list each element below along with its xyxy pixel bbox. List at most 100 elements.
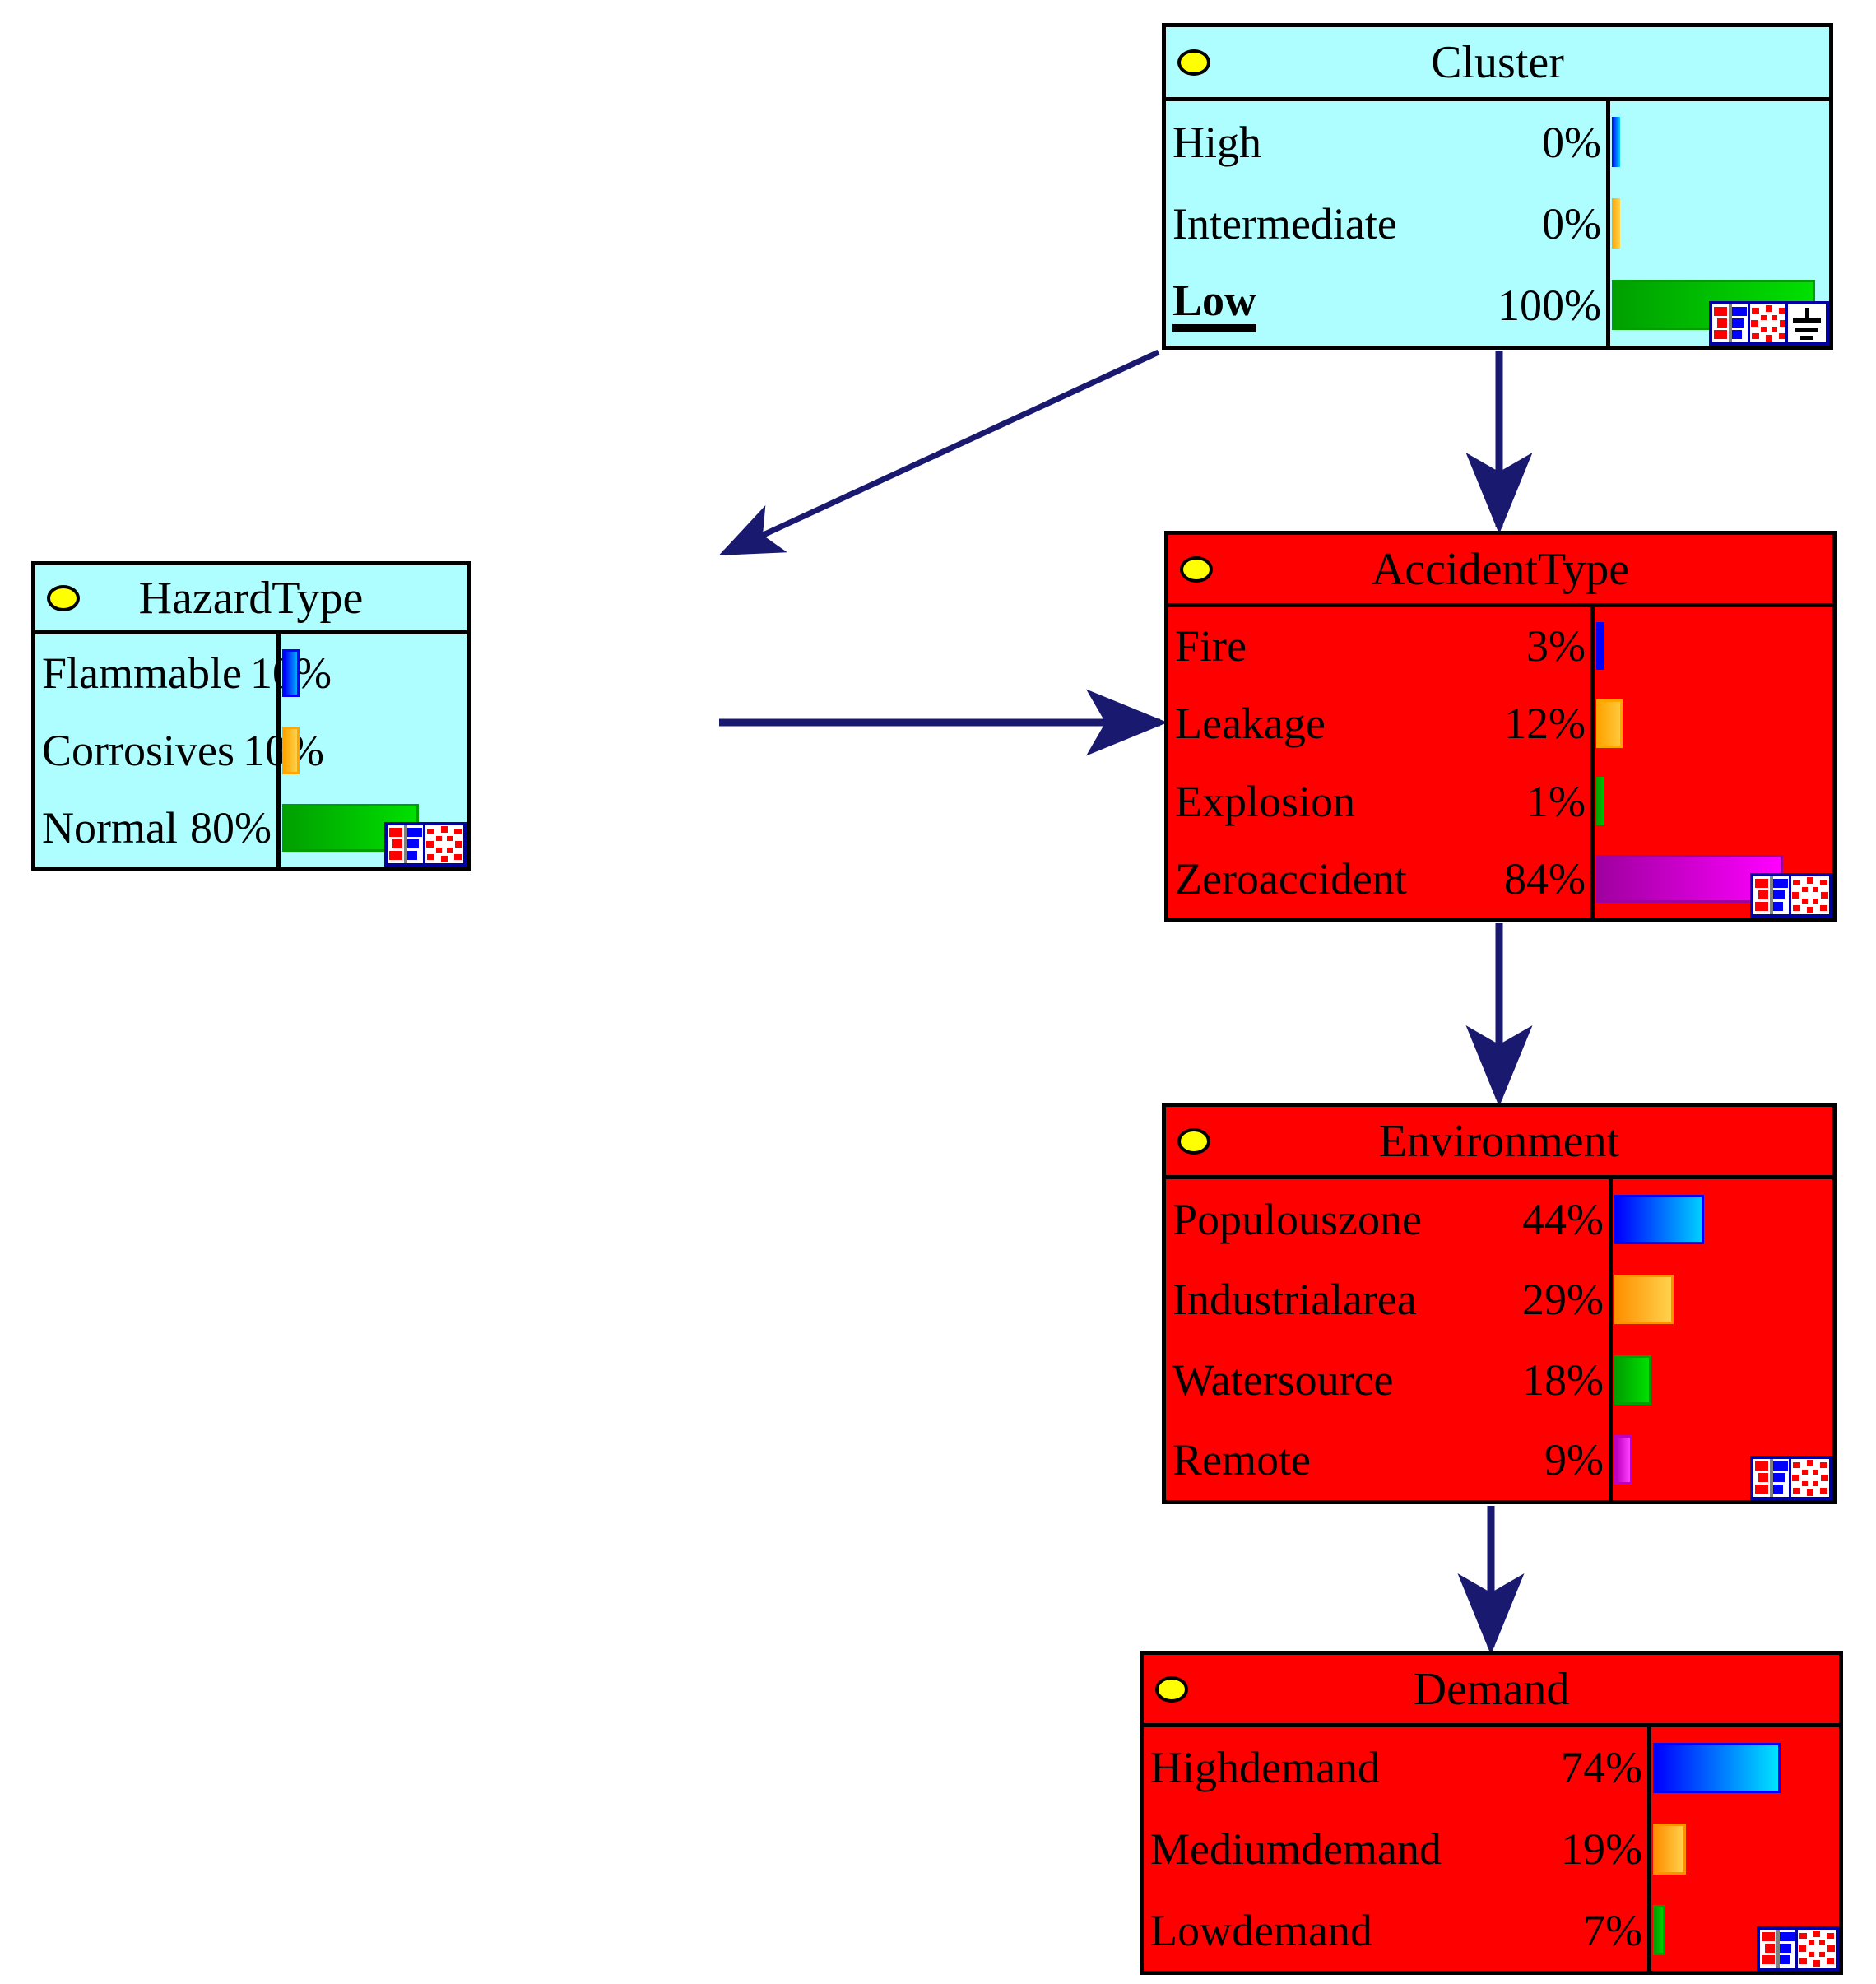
state-probability: 84% — [1504, 853, 1586, 904]
state-bar-row — [1595, 763, 1832, 840]
node-badge-group[interactable] — [1750, 1456, 1832, 1500]
state-bar-row — [1613, 1179, 1832, 1260]
equalizer-icon[interactable] — [1788, 304, 1826, 342]
state-label: Normal — [42, 803, 178, 853]
state-bar-column — [1613, 1179, 1832, 1500]
node-title: HazardType — [138, 572, 364, 624]
probability-bar — [1653, 1742, 1781, 1793]
probability-bar — [1614, 1435, 1633, 1485]
state-row[interactable]: Populouszone 44% — [1166, 1179, 1609, 1260]
state-probability: 100% — [1498, 280, 1601, 330]
probability-bar — [1612, 116, 1620, 168]
state-probability: 0% — [1542, 198, 1601, 249]
node-title: Environment — [1378, 1115, 1620, 1167]
state-bar-row — [281, 634, 467, 712]
node-badge-group[interactable] — [1757, 1926, 1839, 1971]
burst-star-icon[interactable] — [1791, 876, 1829, 914]
probability-bar — [1612, 197, 1620, 249]
burst-star-icon[interactable] — [1750, 304, 1788, 342]
state-probability: 18% — [1522, 1354, 1604, 1405]
node-title: Cluster — [1431, 36, 1564, 88]
node-badge-group[interactable] — [384, 822, 467, 867]
state-probability: 0% — [1542, 117, 1601, 167]
state-bar-row — [1595, 607, 1832, 685]
state-label: Zeroaccident — [1175, 853, 1407, 904]
state-label: Populouszone — [1172, 1194, 1422, 1244]
probability-bar — [1653, 1905, 1665, 1956]
node-status-dot-icon — [1177, 49, 1210, 76]
node-badge-group[interactable] — [1750, 873, 1832, 918]
bar-split-icon[interactable] — [388, 825, 425, 863]
state-bar-row — [1651, 1727, 1839, 1809]
state-label: Explosion — [1175, 776, 1356, 826]
state-bar-row — [1613, 1260, 1832, 1340]
probability-bar — [282, 726, 300, 775]
state-probability: 44% — [1522, 1194, 1604, 1244]
state-label: High — [1172, 117, 1261, 167]
node-header-cluster: Cluster — [1166, 27, 1829, 101]
node-header-hazardtype: HazardType — [35, 565, 467, 634]
probability-bar — [1596, 699, 1623, 748]
state-bar-column — [1651, 1727, 1839, 1971]
state-row[interactable]: Explosion 1% — [1168, 763, 1590, 840]
state-label: Corrosives — [42, 726, 234, 775]
state-label: Flammable — [42, 648, 242, 698]
node-status-dot-icon — [47, 584, 80, 611]
burst-star-icon[interactable] — [1798, 1930, 1836, 1968]
node-status-dot-icon — [1155, 1675, 1188, 1703]
probability-bar — [1614, 1194, 1705, 1244]
state-probability: 3% — [1526, 621, 1586, 671]
state-probability: 19% — [1561, 1824, 1642, 1874]
state-row[interactable]: High 0% — [1166, 101, 1606, 183]
state-bar-row — [1613, 1340, 1832, 1420]
node-header-environment: Environment — [1166, 1107, 1832, 1179]
bar-split-icon[interactable] — [1712, 304, 1750, 342]
state-row[interactable]: Remote 9% — [1166, 1420, 1609, 1501]
probability-bar — [1614, 1275, 1674, 1325]
state-bar-row — [1651, 1889, 1839, 1971]
state-label: Lowdemand — [1150, 1905, 1372, 1955]
node-status-dot-icon — [1177, 1127, 1210, 1155]
node-hazardtype[interactable]: HazardTypeFlammable10%Corrosives10%Norma… — [31, 561, 471, 871]
state-label: Highdemand — [1150, 1743, 1380, 1793]
state-row[interactable]: Zeroaccident 84% — [1168, 840, 1590, 918]
bar-split-icon[interactable] — [1760, 1930, 1798, 1968]
node-header-accidenttype: AccidentType — [1168, 535, 1832, 607]
probability-bar — [1596, 777, 1604, 825]
state-bar-row — [1610, 101, 1829, 183]
state-probability: 1% — [1526, 776, 1586, 826]
burst-star-icon[interactable] — [425, 825, 463, 863]
probability-bar — [1596, 621, 1604, 671]
bar-split-icon[interactable] — [1753, 876, 1791, 914]
state-row[interactable]: Intermediate 0% — [1166, 183, 1606, 264]
state-label: Remote — [1172, 1435, 1311, 1485]
state-row[interactable]: Corrosives10% — [35, 712, 324, 789]
state-label: Intermediate — [1172, 198, 1397, 249]
node-badge-group[interactable] — [1709, 301, 1829, 346]
bar-split-icon[interactable] — [1753, 1459, 1791, 1497]
state-row[interactable]: Flammable10% — [35, 634, 332, 712]
burst-star-icon[interactable] — [1791, 1459, 1829, 1497]
state-probability: 9% — [1544, 1435, 1604, 1485]
node-title: AccidentType — [1371, 543, 1630, 595]
